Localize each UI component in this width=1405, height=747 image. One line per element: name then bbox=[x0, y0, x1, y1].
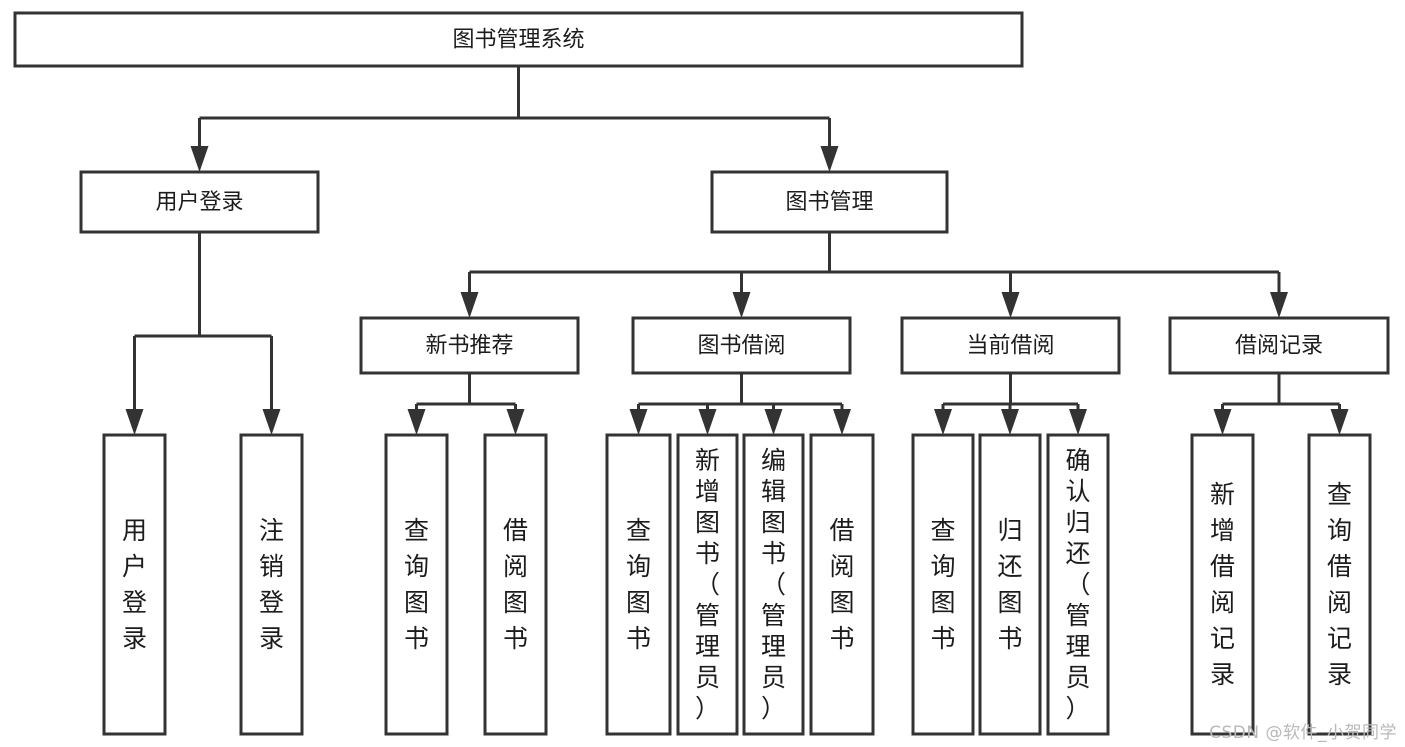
arrow-head-icon bbox=[1001, 409, 1019, 435]
node-user-login[interactable]: 用户登录 bbox=[79, 170, 320, 234]
node-leaf-confirm-return-label: 确认归还（管理员） bbox=[1065, 446, 1090, 723]
node-book-manage-label: 图书管理 bbox=[785, 190, 873, 215]
arrow-head-icon bbox=[460, 292, 479, 318]
arrow-head-icon bbox=[1213, 409, 1232, 435]
node-book-borrow[interactable]: 图书借阅 bbox=[631, 316, 852, 375]
node-leaf-query-book-3-label: 查询图书 bbox=[930, 516, 955, 653]
node-leaf-edit-book[interactable]: 编辑图书（管理员） bbox=[742, 433, 805, 736]
node-leaf-user-logout-box[interactable] bbox=[239, 433, 304, 736]
node-leaf-query-record[interactable]: 查询借阅记录 bbox=[1307, 433, 1372, 736]
node-leaf-user-login-box[interactable] bbox=[102, 433, 167, 736]
node-leaf-add-record[interactable]: 新增借阅记录 bbox=[1190, 433, 1255, 736]
node-leaf-add-book-box[interactable] bbox=[676, 433, 739, 736]
node-book-manage-box[interactable] bbox=[710, 170, 949, 234]
arrow-head-icon bbox=[820, 146, 839, 172]
csdn-watermark: CSDN @软件_小贺同学 bbox=[1209, 723, 1397, 743]
node-leaf-confirm-return-box[interactable] bbox=[1046, 433, 1110, 736]
node-leaf-query-book-1-box[interactable] bbox=[384, 433, 449, 736]
node-new-book-rec-label: 新书推荐 bbox=[425, 334, 513, 359]
node-borrow-record-box[interactable] bbox=[1168, 316, 1390, 375]
node-leaf-add-book-label: 新增图书（管理员） bbox=[695, 446, 720, 723]
connectors-layer bbox=[125, 66, 1349, 435]
node-new-book-rec-box[interactable] bbox=[359, 316, 580, 375]
node-book-borrow-box[interactable] bbox=[631, 316, 852, 375]
node-leaf-edit-book-label: 编辑图书（管理员） bbox=[761, 446, 786, 723]
arrow-head-icon bbox=[407, 409, 426, 435]
node-leaf-borrow-book-1-label: 借阅图书 bbox=[503, 516, 528, 653]
node-new-book-rec[interactable]: 新书推荐 bbox=[359, 316, 580, 375]
node-leaf-confirm-return[interactable]: 确认归还（管理员） bbox=[1046, 433, 1110, 736]
node-leaf-query-record-label: 查询借阅记录 bbox=[1327, 480, 1352, 689]
arrow-head-icon bbox=[1270, 292, 1288, 318]
node-leaf-add-record-box[interactable] bbox=[1190, 433, 1255, 736]
node-book-manage[interactable]: 图书管理 bbox=[710, 170, 949, 234]
node-borrow-record-label: 借阅记录 bbox=[1235, 334, 1323, 359]
arrow-head-icon bbox=[1001, 292, 1020, 318]
node-leaf-query-book-1-label: 查询图书 bbox=[404, 516, 429, 653]
arrow-head-icon bbox=[934, 409, 952, 435]
node-user-login-box[interactable] bbox=[79, 170, 320, 234]
node-borrow-record[interactable]: 借阅记录 bbox=[1168, 316, 1390, 375]
node-leaf-return-book-box[interactable] bbox=[978, 433, 1042, 736]
node-leaf-query-book-2[interactable]: 查询图书 bbox=[605, 433, 672, 736]
arrow-head-icon bbox=[764, 409, 783, 435]
node-leaf-borrow-book-2-label: 借阅图书 bbox=[829, 516, 854, 653]
node-leaf-return-book[interactable]: 归还图书 bbox=[978, 433, 1042, 736]
node-leaf-query-record-box[interactable] bbox=[1307, 433, 1372, 736]
node-leaf-add-book[interactable]: 新增图书（管理员） bbox=[676, 433, 739, 736]
node-leaf-query-book-3-box[interactable] bbox=[911, 433, 975, 736]
node-current-borrow[interactable]: 当前借阅 bbox=[900, 316, 1121, 375]
node-book-borrow-label: 图书借阅 bbox=[697, 334, 785, 359]
node-leaf-return-book-label: 归还图书 bbox=[997, 516, 1022, 653]
arrow-head-icon bbox=[1069, 409, 1087, 435]
node-leaf-borrow-book-1-box[interactable] bbox=[483, 433, 548, 736]
node-current-borrow-label: 当前借阅 bbox=[966, 334, 1054, 359]
arrow-head-icon bbox=[125, 409, 144, 435]
arrow-head-icon bbox=[698, 409, 717, 435]
arrow-head-icon bbox=[506, 409, 525, 435]
node-leaf-query-book-1[interactable]: 查询图书 bbox=[384, 433, 449, 736]
node-root-图书管理系统[interactable]: 图书管理系统 bbox=[13, 11, 1024, 68]
node-leaf-user-login-label: 用户登录 bbox=[122, 516, 147, 653]
node-leaf-edit-book-box[interactable] bbox=[742, 433, 805, 736]
node-leaf-query-book-2-label: 查询图书 bbox=[626, 516, 651, 653]
node-leaf-query-book-2-box[interactable] bbox=[605, 433, 672, 736]
arrow-head-icon bbox=[1330, 409, 1349, 435]
node-current-borrow-box[interactable] bbox=[900, 316, 1121, 375]
node-root-图书管理系统-label: 图书管理系统 bbox=[452, 28, 584, 53]
node-leaf-add-record-label: 新增借阅记录 bbox=[1210, 480, 1235, 689]
node-leaf-borrow-book-2-box[interactable] bbox=[809, 433, 875, 736]
node-leaf-query-book-3[interactable]: 查询图书 bbox=[911, 433, 975, 736]
arrow-head-icon bbox=[732, 292, 751, 318]
arrow-head-icon bbox=[629, 409, 648, 435]
node-leaf-user-logout-label: 注销登录 bbox=[259, 516, 284, 653]
node-leaf-user-login[interactable]: 用户登录 bbox=[102, 433, 167, 736]
nodes-layer: 图书管理系统用户登录图书管理新书推荐图书借阅当前借阅借阅记录用户登录注销登录查询… bbox=[13, 11, 1390, 736]
node-root-图书管理系统-box[interactable] bbox=[13, 11, 1024, 68]
arrow-head-icon bbox=[190, 146, 209, 172]
node-leaf-borrow-book-2[interactable]: 借阅图书 bbox=[809, 433, 875, 736]
node-leaf-borrow-book-1[interactable]: 借阅图书 bbox=[483, 433, 548, 736]
node-user-login-label: 用户登录 bbox=[155, 190, 243, 215]
arrow-head-icon bbox=[833, 409, 851, 435]
node-leaf-user-logout[interactable]: 注销登录 bbox=[239, 433, 304, 736]
arrow-head-icon bbox=[262, 409, 281, 435]
